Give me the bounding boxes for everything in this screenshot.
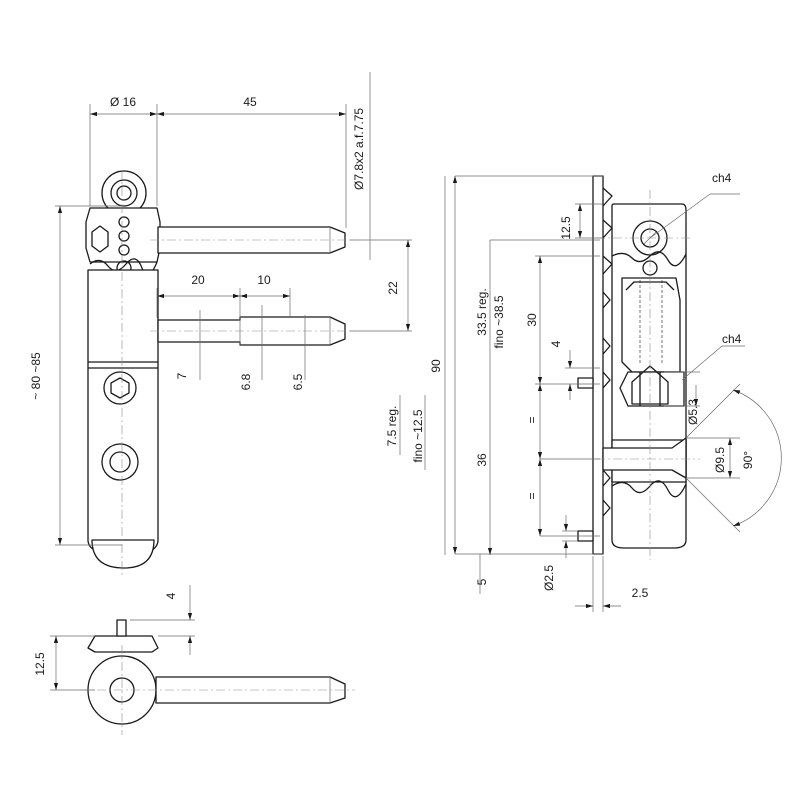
dim-10: 10 xyxy=(257,273,271,287)
side-dimensions: 12.5 33.5 reg. fino ~38.5 30 4 = = 36 5 … xyxy=(452,171,782,612)
label-ch4-mid: ch4 xyxy=(722,332,742,346)
side-section-view xyxy=(577,175,700,560)
dim-reg-33-5: 33.5 reg. xyxy=(475,288,489,335)
dim-equal-1: = xyxy=(525,416,539,423)
front-view xyxy=(85,170,355,575)
dim-2-5: 2.5 xyxy=(632,586,649,600)
dim-reg-7-5: 7.5 reg. xyxy=(385,406,399,447)
dim-angle-90: 90° xyxy=(741,451,755,469)
label-ch4-top: ch4 xyxy=(712,171,732,185)
dim-4-side: 4 xyxy=(549,340,563,347)
dim-total: ~ 80 ~85 xyxy=(29,352,43,400)
dim-fino-38-5: fino ~38.5 xyxy=(492,295,506,348)
dim-45: 45 xyxy=(243,95,257,109)
dim-6-5: 6.5 xyxy=(291,373,305,390)
front-dimensions: Ø 16 45 Ø7.8x2 a.f.7.75 20 10 22 7 6.8 6… xyxy=(29,72,446,555)
dim-dia-9-5: Ø9.5 xyxy=(713,447,727,473)
dim-90: 90 xyxy=(429,359,443,373)
dim-7: 7 xyxy=(175,372,189,379)
dim-12-5-side: 12.5 xyxy=(559,216,573,240)
dim-30: 30 xyxy=(525,313,539,327)
dim-dia16: Ø 16 xyxy=(110,95,136,109)
dim-equal-2: = xyxy=(525,492,539,499)
dim-4-bottom: 4 xyxy=(164,592,178,599)
dim-dia-2-5: Ø2.5 xyxy=(542,565,556,591)
dim-dia-5-3: Ø5.3 xyxy=(686,399,700,425)
dim-fino-12-5: fino ~12.5 xyxy=(411,409,425,462)
dim-36: 36 xyxy=(475,453,489,467)
dim-hex: Ø7.8x2 a.f.7.75 xyxy=(352,108,366,190)
dim-22: 22 xyxy=(386,281,400,295)
dim-20: 20 xyxy=(191,273,205,287)
dim-5: 5 xyxy=(475,578,489,585)
dim-12-5-bottom: 12.5 xyxy=(33,652,47,676)
plan-view: 4 12.5 xyxy=(33,585,355,735)
dim-6-8: 6.8 xyxy=(239,373,253,390)
